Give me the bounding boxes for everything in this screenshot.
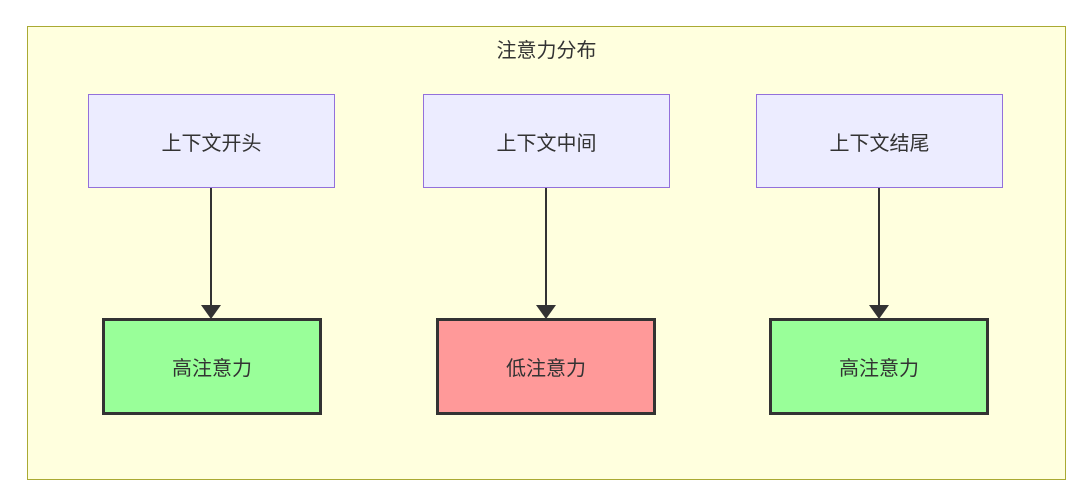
node-context-start-label: 上下文开头: [161, 132, 262, 155]
diagram-title: 注意力分布: [496, 40, 597, 62]
edge-arrow-1: [201, 188, 221, 319]
node-high-attention-2-label: 高注意力: [839, 358, 919, 380]
node-context-end: 上下文结尾: [756, 94, 1003, 188]
edge-arrow-3: [869, 188, 889, 319]
node-high-attention-1: 高注意力: [102, 318, 322, 415]
node-context-end-label: 上下文结尾: [829, 132, 930, 155]
arrowhead-down-icon: [201, 305, 221, 319]
arrow-line: [545, 188, 547, 305]
arrow-line: [878, 188, 880, 305]
node-context-start: 上下文开头: [88, 94, 335, 188]
node-context-middle: 上下文中间: [423, 94, 670, 188]
node-context-middle-label: 上下文中间: [496, 132, 597, 155]
arrowhead-down-icon: [536, 305, 556, 319]
node-high-attention-1-label: 高注意力: [172, 358, 252, 380]
node-high-attention-2: 高注意力: [769, 318, 989, 415]
arrowhead-down-icon: [869, 305, 889, 319]
edge-arrow-2: [536, 188, 556, 319]
node-low-attention: 低注意力: [436, 318, 656, 415]
arrow-line: [210, 188, 212, 305]
node-low-attention-label: 低注意力: [506, 358, 586, 380]
